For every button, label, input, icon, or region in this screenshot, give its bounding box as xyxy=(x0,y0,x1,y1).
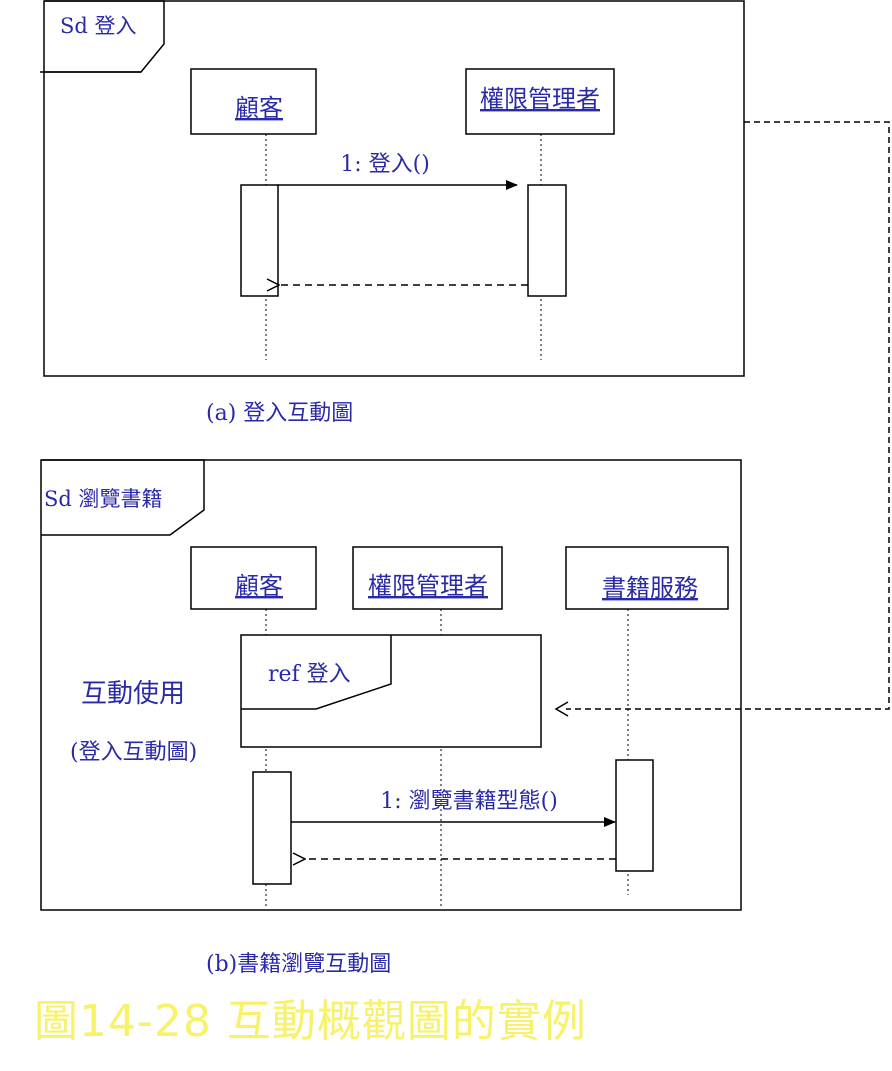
interaction-use-label: 互動使用 xyxy=(81,679,185,709)
diagram-b: Sd 瀏覽書籍 顧客 權限管理者 書籍服務 ref 登入 互動使用 (登入互動圖… xyxy=(40,459,742,911)
activation-customer-a xyxy=(240,184,279,297)
activation-book-b xyxy=(615,759,654,872)
frame-a xyxy=(43,0,745,377)
ref-tag: ref 登入 xyxy=(268,662,351,687)
lifeline-head-book-b xyxy=(565,546,729,610)
lifeline-head-customer-b xyxy=(190,546,317,610)
lifeline-label-auth-a: 權限管理者 xyxy=(480,85,600,113)
connector-line xyxy=(566,121,890,710)
lifeline-head-auth-a xyxy=(465,68,615,135)
lifeline-label-book-b: 書籍服務 xyxy=(602,574,698,602)
lifeline-head-customer-a xyxy=(190,68,317,135)
interaction-use-sub: (登入互動圖) xyxy=(70,740,197,765)
activation-customer-b xyxy=(252,771,292,885)
lifeline-label-customer-b: 顧客 xyxy=(235,572,283,600)
connector-arrowhead xyxy=(554,701,569,717)
lifeline-label-customer-a: 顧客 xyxy=(235,94,283,122)
caption-b: (b)書籍瀏覽互動圖 xyxy=(206,952,391,977)
activation-auth-a xyxy=(527,184,567,297)
caption-a: (a) 登入互動圖 xyxy=(206,401,353,426)
message-label-b: 1: 瀏覽書籍型態() xyxy=(380,789,558,814)
frame-b-tag: Sd 瀏覽書籍 xyxy=(44,487,163,511)
lifeline-head-auth-b xyxy=(352,546,503,610)
message-label-a: 1: 登入() xyxy=(340,152,430,177)
frame-b xyxy=(40,459,742,911)
ref-tag-box xyxy=(241,635,392,710)
frame-b-tag-box xyxy=(41,459,205,536)
figure-title: 圖14-28 互動概觀圖的實例 xyxy=(34,996,587,1047)
frame-a-tag: Sd 登入 xyxy=(60,14,137,38)
diagram-a: Sd 登入 顧客 權限管理者 1: 登入() xyxy=(40,0,745,377)
lifeline-label-auth-b: 權限管理者 xyxy=(368,572,488,600)
